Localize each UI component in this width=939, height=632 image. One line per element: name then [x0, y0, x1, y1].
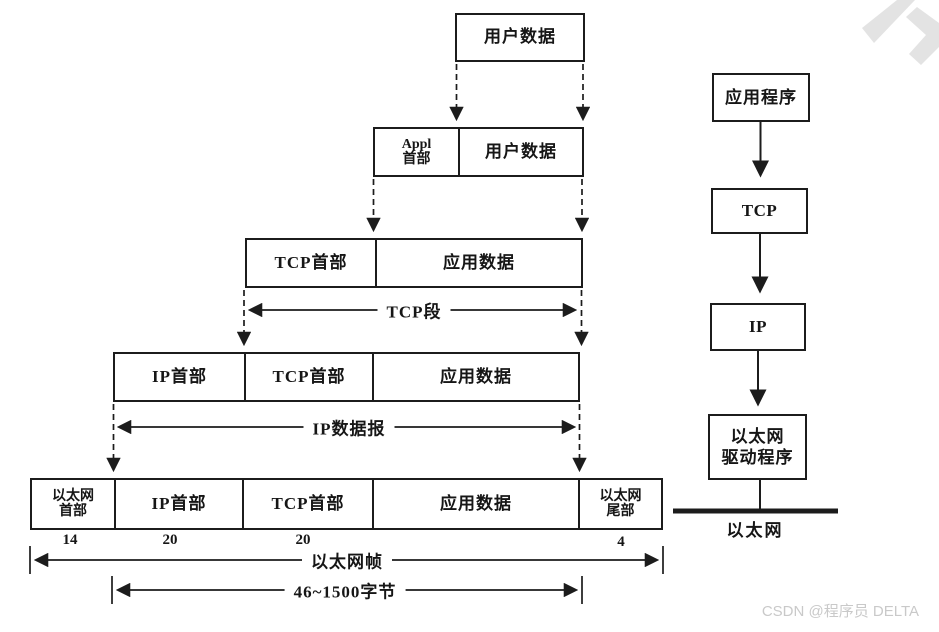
ethernet-trailer-line2: 尾部 — [606, 504, 635, 519]
tcp-header-cell: TCP首部 — [247, 240, 375, 286]
ip-header-cell: IP首部 — [114, 480, 242, 528]
user-data-label: 用户数据 — [484, 27, 556, 47]
app-data-label: 应用数据 — [443, 252, 515, 272]
application-node-label: 应用程序 — [725, 87, 797, 107]
ip-header-size: 20 — [162, 532, 178, 548]
tcp-segment-box: TCP首部 应用数据 — [245, 238, 583, 288]
ethernet-driver-line2: 驱动程序 — [721, 448, 794, 467]
ip-node-box: IP — [710, 303, 806, 351]
app-data-label: 应用数据 — [440, 493, 512, 513]
stack-arrows — [749, 122, 769, 510]
ip-node-label: IP — [749, 317, 767, 337]
user-data-cell: 用户数据 — [457, 15, 583, 60]
tcp-node-label: TCP — [741, 201, 778, 221]
user-data-box: 用户数据 — [455, 13, 585, 62]
app-data-cell: 应用数据 — [375, 240, 581, 286]
ethernet-trailer-cell: 以太网 尾部 — [578, 480, 661, 528]
tcp-segment-span-label: TCP段 — [377, 297, 451, 323]
ethernet-driver-line1: 以太网 — [730, 426, 785, 446]
app-data-label: 应用数据 — [440, 366, 512, 386]
ethernet-header-line2: 首部 — [59, 504, 87, 519]
user-data-cell: 用户数据 — [458, 129, 582, 175]
ethernet-payload-range-label: 46~1500字节 — [284, 577, 406, 603]
tcp-header-label: TCP首部 — [272, 366, 346, 386]
ethernet-frame-box: 以太网 首部 IP首部 TCP首部 应用数据 以太网 尾部 — [30, 478, 663, 530]
tcp-header-cell: TCP首部 — [242, 480, 372, 528]
ip-datagram-box: IP首部 TCP首部 应用数据 — [113, 352, 580, 402]
ethernet-trailer-size: 4 — [617, 534, 625, 550]
tcp-header-label: TCP首部 — [274, 252, 348, 272]
user-data-label: 用户数据 — [485, 141, 557, 161]
dashed-drop-arrows — [106, 64, 591, 473]
span-arrow-ticks — [29, 546, 664, 604]
csdn-watermark-text: CSDN @程序员 DELTA — [761, 603, 919, 620]
app-data-cell: 应用数据 — [372, 480, 578, 528]
application-node-box: 应用程序 — [712, 73, 810, 122]
ip-header-label: IP首部 — [151, 493, 207, 513]
tcp-header-label: TCP首部 — [271, 493, 345, 513]
ethernet-frame-span-label: 以太网帧 — [302, 547, 392, 573]
ethernet-header-size: 14 — [62, 532, 78, 548]
corner-watermark-shape — [862, 0, 939, 65]
appl-header-line2: 首部 — [402, 152, 431, 167]
ip-datagram-span-label: IP数据报 — [303, 414, 395, 440]
ethernet-medium-label: 以太网 — [726, 521, 784, 540]
appl-header-line1: Appl — [401, 136, 432, 152]
ethernet-driver-node-box: 以太网 驱动程序 — [708, 414, 807, 480]
ethernet-trailer-line1: 以太网 — [599, 488, 642, 504]
appl-message-box: Appl 首部 用户数据 — [373, 127, 584, 177]
app-data-cell: 应用数据 — [372, 354, 578, 400]
tcp-node-box: TCP — [711, 188, 808, 234]
ip-header-cell: IP首部 — [115, 354, 244, 400]
ethernet-header-cell: 以太网 首部 — [32, 480, 114, 528]
tcp-header-cell: TCP首部 — [244, 354, 372, 400]
tcp-header-size: 20 — [295, 532, 311, 548]
ethernet-header-line1: 以太网 — [52, 488, 94, 504]
appl-header-cell: Appl 首部 — [375, 129, 458, 175]
ip-header-label: IP首部 — [152, 366, 207, 386]
